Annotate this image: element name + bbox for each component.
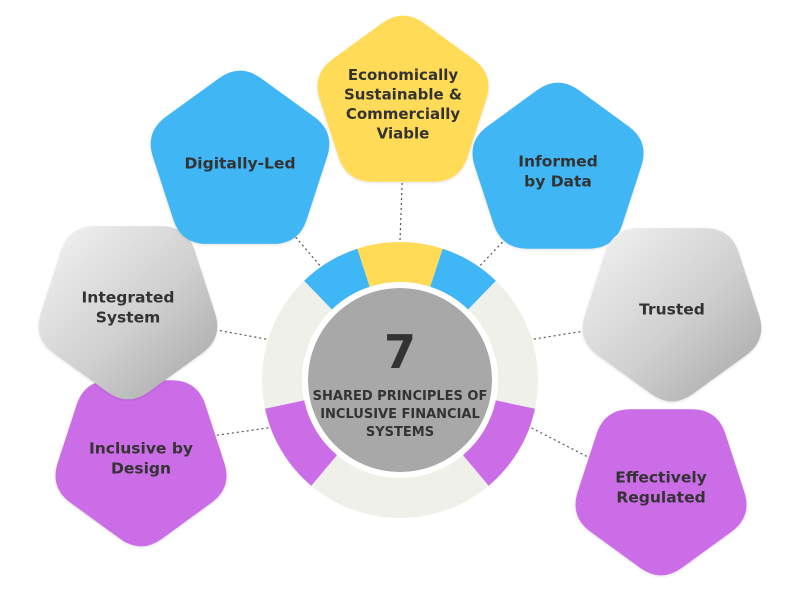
principle-label-inclusive-by-design-line-1: Inclusive by [89,439,193,457]
principle-label-economically-sustainable-line-3: Commercially [346,105,461,123]
principle-label-effectively-regulated-line-2: Regulated [616,489,705,507]
connector-inclusive-by-design [216,427,269,436]
center-caption-line-2: INCLUSIVE FINANCIAL [320,407,480,422]
center-number: 7 [384,325,416,379]
principle-label-integrated-system-line-1: Integrated [82,288,175,306]
principle-label-economically-sustainable-line-4: Viable [377,125,430,143]
pentagon-integrated-system [38,226,218,400]
pentagon-effectively-regulated [575,409,747,576]
principle-label-economically-sustainable-line-2: Sustainable & [344,86,462,104]
ring-segment-digitally-led [304,248,370,310]
principle-label-inclusive-by-design-line-2: Design [111,460,171,478]
principle-label-digitally-led-line-1: Digitally-Led [184,154,295,172]
connector-economically-sustainable [399,182,403,241]
ring-segment-effectively-regulated [462,400,535,486]
ring-segment-inclusive-by-design [265,400,338,486]
principle-digitally-led: Digitally-Led [150,70,330,244]
principle-inclusive-by-design: Inclusive by Design [55,380,227,547]
principle-label-informed-by-data-line-1: Informed [518,152,598,170]
pentagon-economically-sustainable [317,15,489,182]
principle-label-integrated-system-line-2: System [96,309,161,327]
principle-trusted: Trusted [582,228,762,402]
principle-label-trusted-line-1: Trusted [639,300,705,318]
principle-label-informed-by-data-line-2: by Data [524,173,592,191]
connector-effectively-regulated [531,427,589,458]
ring-segment-informed-by-data [430,248,496,310]
principle-informed-by-data: Informed by Data [472,82,644,249]
principle-label-economically-sustainable-line-1: Economically [348,66,458,84]
pentagon-trusted [582,228,762,402]
principle-label-effectively-regulated-line-1: Effectively [615,468,707,486]
pentagon-informed-by-data [472,82,644,249]
center-caption-line-1: SHARED PRINCIPLES OF [313,389,488,404]
pentagon-inclusive-by-design [55,380,227,547]
ring-segment-economically-sustainable [357,242,443,287]
principle-ring [262,242,538,518]
center-hub [308,288,492,472]
center-caption-line-3: SYSTEMS [366,425,434,440]
pentagon-digitally-led [150,70,330,244]
